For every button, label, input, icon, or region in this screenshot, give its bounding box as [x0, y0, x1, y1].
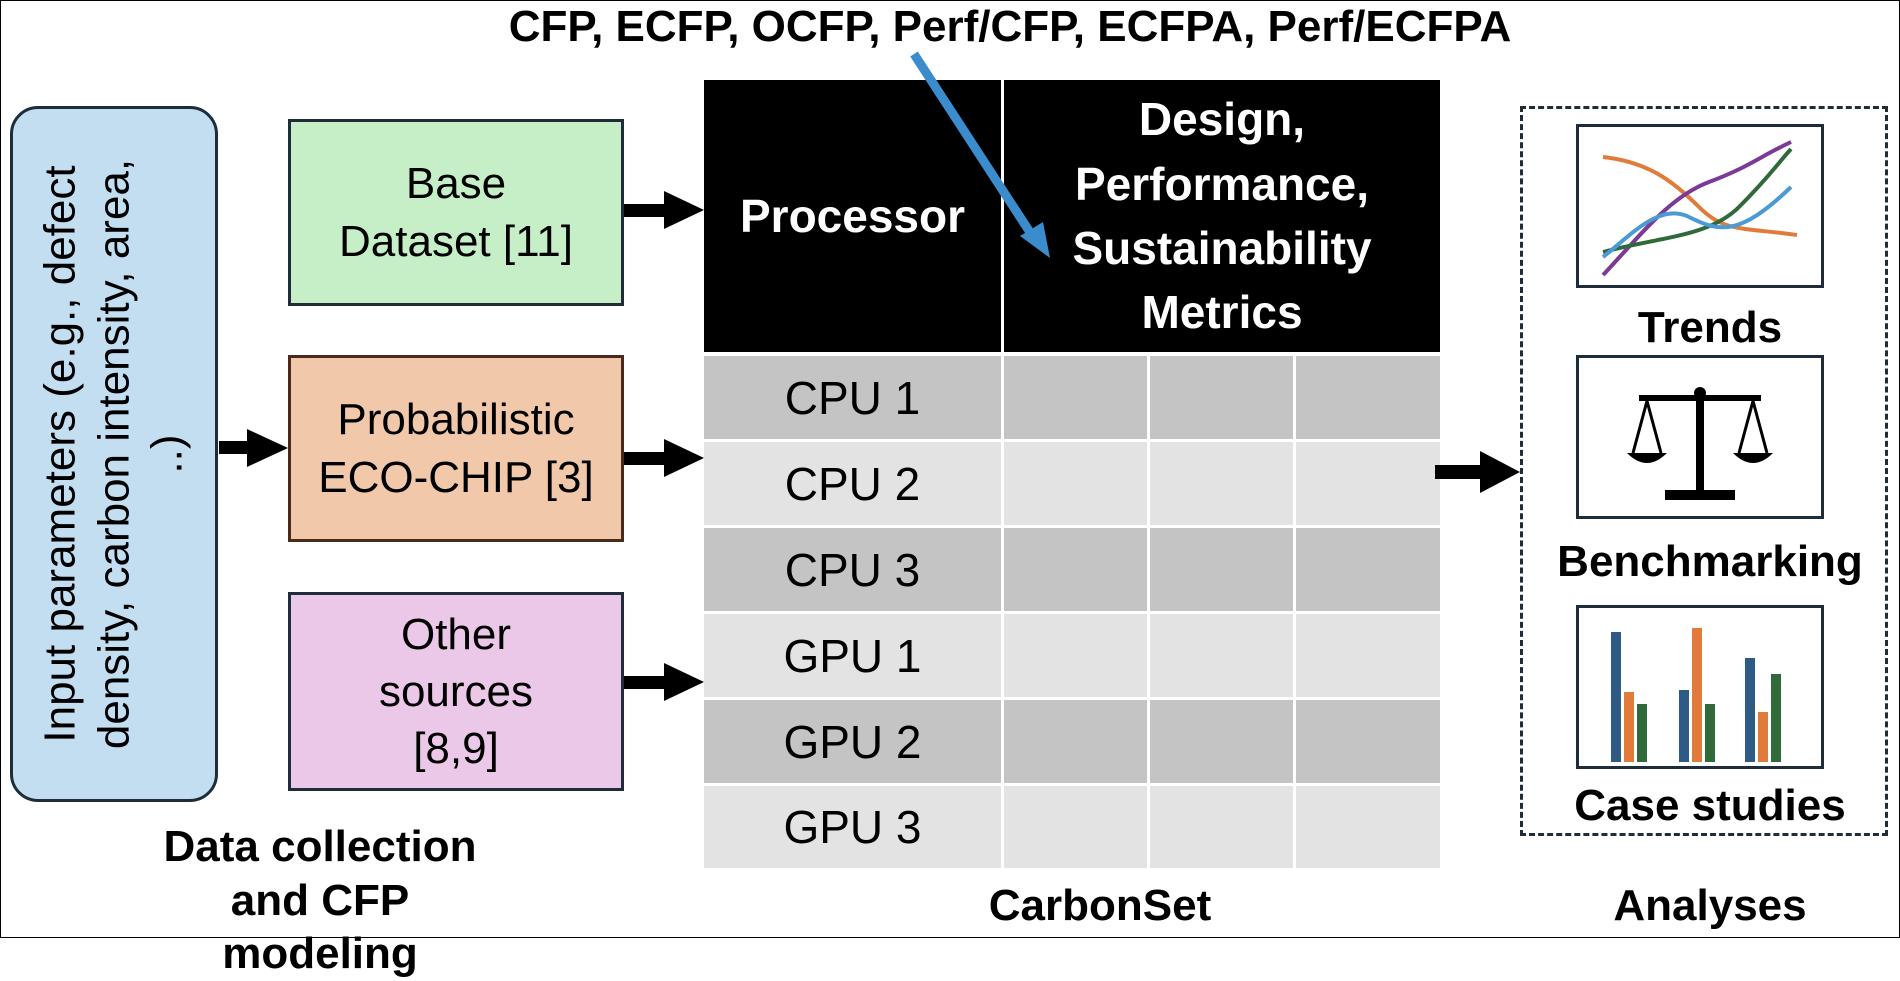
column-divider: [1001, 356, 1004, 868]
arrows-layer: [219, 51, 1520, 701]
processor-cell: CPU 3: [784, 543, 921, 596]
table-row: GPU 2: [704, 700, 1440, 783]
trends-label: Trends: [1637, 303, 1783, 352]
black-arrows: [219, 191, 1520, 701]
table-row: CPU 2: [704, 442, 1440, 525]
table-body: CPU 1 CPU 2 CPU 3 GPU 1 GPU 2 GPU 3: [704, 356, 1440, 868]
carbonset-caption: CarbonSet: [988, 881, 1212, 930]
blue-metrics-arrow: [910, 51, 1050, 258]
arrow-table-to-analyses: [1435, 451, 1520, 493]
processor-cell: GPU 1: [783, 629, 922, 682]
column-divider: [1293, 356, 1296, 868]
benchmarking-label: Benchmarking: [1557, 537, 1863, 586]
analyses-panel: [1520, 106, 1888, 836]
other-sources-label: Other sources [8,9]: [378, 609, 534, 774]
table-row: CPU 1: [704, 356, 1440, 439]
case-studies-label: Case studies: [1574, 781, 1846, 830]
processor-cell: GPU 2: [783, 715, 922, 768]
table-row: GPU 1: [704, 614, 1440, 697]
scale-icon: [1627, 387, 1773, 500]
arrow-base-to-table: [624, 191, 704, 229]
arrow-input-to-sources: [219, 429, 288, 467]
arrow-ecochip-to-table: [624, 439, 704, 477]
table-row: CPU 3: [704, 528, 1440, 611]
case-studies-box: [1576, 605, 1824, 769]
benchmarking-box: [1576, 355, 1824, 519]
processor-cell: GPU 3: [783, 801, 922, 853]
input-parameters-box: Input parameters (e.g., defect density, …: [10, 106, 218, 802]
analyses-caption: Analyses: [1613, 881, 1807, 930]
processor-cell: CPU 2: [784, 457, 921, 510]
base-dataset-label: Base Dataset [11]: [339, 159, 573, 266]
eco-chip-label: Probabilistic ECO-CHIP [3]: [318, 395, 594, 502]
header-metrics: Design, Performance, Sustainability Metr…: [1072, 93, 1372, 339]
trends-chart-box: [1576, 124, 1824, 288]
column-divider: [1147, 356, 1150, 868]
arrow-other-to-table: [624, 663, 704, 701]
table-row: GPU 3: [704, 786, 1440, 868]
table-header: Processor Design, Performance, Sustainab…: [704, 80, 1440, 352]
processor-cell: CPU 1: [784, 371, 921, 424]
line-chart-icon: [1601, 140, 1798, 277]
bar-chart-icon: [1611, 628, 1781, 762]
other-sources-box: Other sources [8,9]: [288, 592, 624, 791]
base-dataset-box: Base Dataset [11]: [288, 119, 624, 306]
metrics-title: CFP, ECFP, OCFP, Perf/CFP, ECFPA, Perf/E…: [508, 2, 1512, 51]
eco-chip-box: Probabilistic ECO-CHIP [3]: [288, 355, 624, 542]
header-processor: Processor: [739, 190, 965, 242]
header-divider: [1001, 80, 1004, 352]
